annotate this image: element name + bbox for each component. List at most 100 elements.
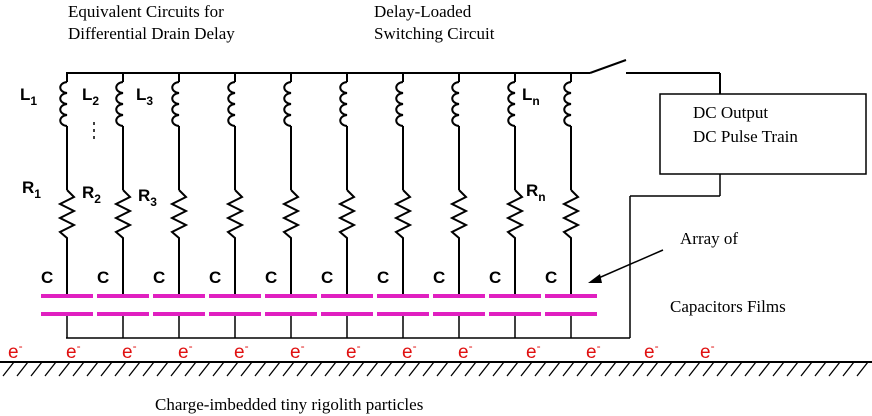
branch-6 bbox=[321, 73, 373, 338]
resistor bbox=[113, 189, 133, 270]
hatch-mark bbox=[534, 361, 547, 377]
hatch-mark bbox=[548, 361, 561, 377]
hatch-mark bbox=[702, 361, 715, 377]
hatch-mark bbox=[786, 361, 799, 377]
capacitor-label: C bbox=[97, 268, 109, 287]
array-arrow-head bbox=[588, 274, 602, 283]
capacitor-label: C bbox=[321, 268, 333, 287]
hatch-mark bbox=[198, 361, 211, 377]
resistor bbox=[281, 189, 301, 270]
hatch-mark bbox=[576, 361, 589, 377]
hatch-mark bbox=[506, 361, 519, 377]
hatch-mark bbox=[408, 361, 421, 377]
hatch-mark bbox=[380, 361, 393, 377]
electron: e- bbox=[402, 339, 417, 363]
electron-row: e-e-e-e-e-e-e-e-e-e-e-e-e- bbox=[8, 339, 715, 363]
capacitor-label: C bbox=[377, 268, 389, 287]
branch-3 bbox=[153, 73, 205, 338]
electron: e- bbox=[66, 339, 81, 363]
label-ln: Ln bbox=[522, 85, 540, 108]
resistor bbox=[337, 189, 357, 270]
inductor bbox=[451, 81, 460, 127]
hatch-mark bbox=[16, 361, 29, 377]
component-labels: L1 L2 L3 Ln R1 R2 R3 Rn bbox=[20, 85, 546, 209]
electron: e- bbox=[586, 339, 601, 363]
hatch-mark bbox=[310, 361, 323, 377]
capacitor-label: C bbox=[153, 268, 165, 287]
array-arrow-shaft bbox=[593, 249, 664, 281]
branch-7 bbox=[377, 73, 429, 338]
branch-4 bbox=[209, 73, 261, 338]
ground-hatching bbox=[2, 361, 869, 377]
label-r2: R2 bbox=[82, 183, 101, 206]
hatch-mark bbox=[688, 361, 701, 377]
branch-5 bbox=[265, 73, 317, 338]
hatch-mark bbox=[856, 361, 869, 377]
hatch-mark bbox=[744, 361, 757, 377]
capacitor-label: C bbox=[545, 268, 557, 287]
hatch-mark bbox=[212, 361, 225, 377]
electron: e- bbox=[700, 339, 715, 363]
hatch-mark bbox=[590, 361, 603, 377]
capacitor-label: C bbox=[209, 268, 221, 287]
label-r1: R1 bbox=[22, 178, 41, 201]
resistor bbox=[169, 189, 189, 270]
hatch-mark bbox=[730, 361, 743, 377]
title-switching-line1: Delay-Loaded bbox=[374, 2, 472, 21]
label-rn: Rn bbox=[526, 181, 546, 204]
inductor bbox=[339, 81, 348, 127]
branch-9 bbox=[489, 73, 541, 338]
inductor bbox=[283, 81, 292, 127]
branch-2 bbox=[97, 73, 149, 338]
hatch-mark bbox=[282, 361, 295, 377]
hatch-mark bbox=[772, 361, 785, 377]
hatch-mark bbox=[226, 361, 239, 377]
inductor bbox=[115, 81, 124, 127]
hatch-mark bbox=[800, 361, 813, 377]
array-of-label: Array of bbox=[680, 229, 738, 248]
hatch-mark bbox=[632, 361, 645, 377]
hatch-mark bbox=[618, 361, 631, 377]
electron: e- bbox=[122, 339, 137, 363]
inductor bbox=[563, 81, 572, 127]
inductor bbox=[59, 81, 68, 127]
switch-arm bbox=[589, 59, 627, 74]
label-l2: L2 bbox=[82, 85, 99, 108]
hatch-mark bbox=[100, 361, 113, 377]
hatch-mark bbox=[142, 361, 155, 377]
resistor bbox=[561, 189, 581, 270]
hatch-mark bbox=[520, 361, 533, 377]
hatch-mark bbox=[366, 361, 379, 377]
hatch-mark bbox=[450, 361, 463, 377]
hatch-mark bbox=[324, 361, 337, 377]
capacitor-label: C bbox=[489, 268, 501, 287]
branch-8 bbox=[433, 73, 485, 338]
hatch-mark bbox=[828, 361, 841, 377]
label-l1: L1 bbox=[20, 85, 37, 108]
capacitor-label: C bbox=[433, 268, 445, 287]
hatch-mark bbox=[296, 361, 309, 377]
electron: e- bbox=[178, 339, 193, 363]
electron: e- bbox=[526, 339, 541, 363]
hatch-mark bbox=[58, 361, 71, 377]
label-r3: R3 bbox=[138, 186, 157, 209]
branch-1 bbox=[41, 73, 93, 338]
hatch-mark bbox=[128, 361, 141, 377]
hatch-mark bbox=[716, 361, 729, 377]
hatch-mark bbox=[30, 361, 43, 377]
label-l3: L3 bbox=[136, 85, 153, 108]
hatch-mark bbox=[170, 361, 183, 377]
capacitors-films-label: Capacitors Films bbox=[670, 297, 786, 316]
electron: e- bbox=[346, 339, 361, 363]
hatch-mark bbox=[436, 361, 449, 377]
hatch-mark bbox=[660, 361, 673, 377]
hatch-mark bbox=[86, 361, 99, 377]
resistor bbox=[449, 189, 469, 270]
hatch-mark bbox=[422, 361, 435, 377]
electron: e- bbox=[458, 339, 473, 363]
hatch-mark bbox=[394, 361, 407, 377]
hatch-mark bbox=[674, 361, 687, 377]
hatch-mark bbox=[562, 361, 575, 377]
